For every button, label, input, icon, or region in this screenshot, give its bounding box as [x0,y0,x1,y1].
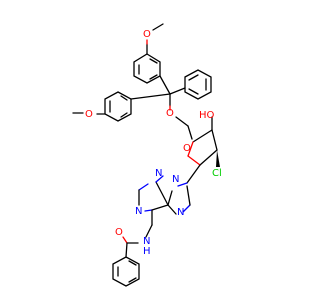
purine-ring [138,175,191,226]
oxygen-label: O [143,29,151,40]
atom-labels: O O O O HO Cl N N N N N H O [85,29,222,257]
methoxyphenyl-ring-left [72,91,132,122]
nitrogen-label: N [135,206,142,217]
phenyl-ring-trityl [184,69,212,100]
nitrogen-label: N [172,174,179,185]
trityl-linker [130,75,193,140]
hydroxyl-label: HO [199,110,215,121]
oxygen-label: O [115,227,123,238]
benzamide-group [112,224,153,287]
chlorine-label: Cl [212,168,222,179]
oxygen-label: O [166,108,174,119]
oxygen-label: O [183,143,191,154]
molecule-structure: O O O O HO Cl N N N N N H O [72,23,222,287]
nitrogen-label: N [155,168,162,179]
furanose-ring [186,116,220,184]
methoxyphenyl-ring-top [133,23,164,84]
oxygen-label: O [85,109,93,120]
nitrogen-label: N [143,236,150,247]
nitrogen-label: N [177,207,184,218]
hydrogen-label: H [143,246,151,257]
